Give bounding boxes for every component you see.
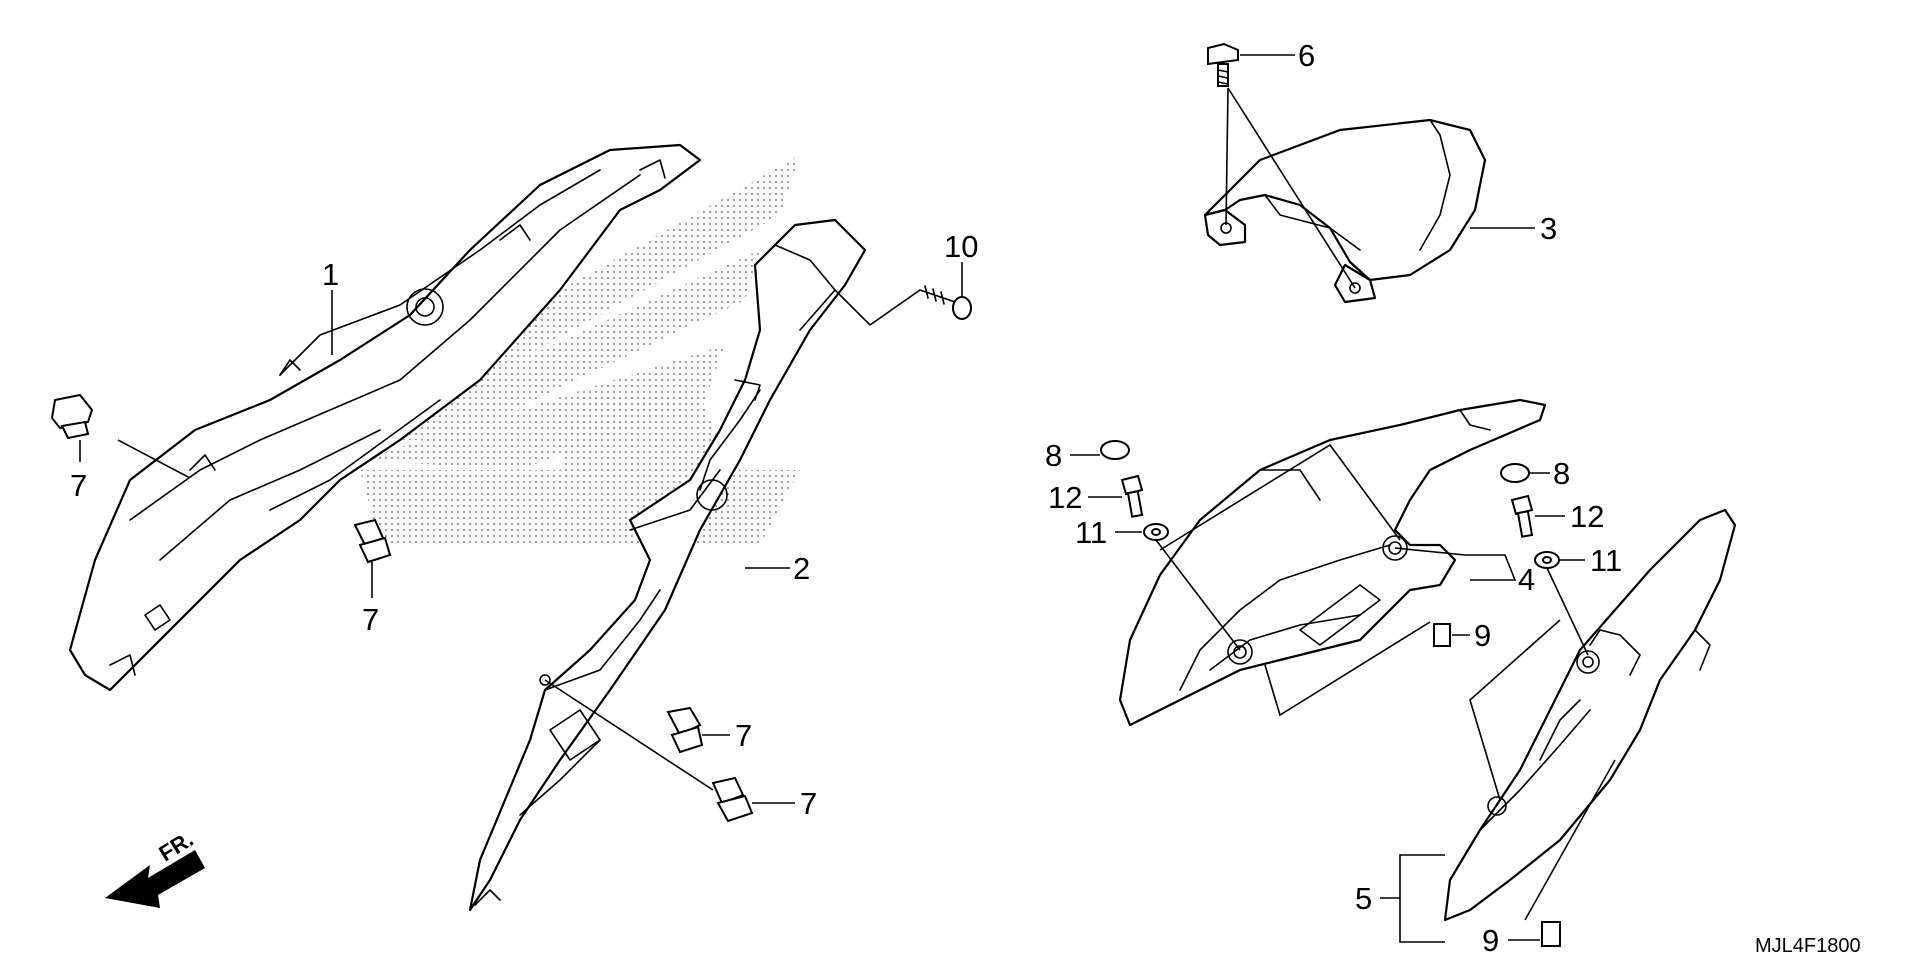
callout-3: 3 <box>1540 211 1557 246</box>
side-rail <box>1443 508 1737 922</box>
washer-11b-icon <box>1534 551 1560 569</box>
nut-9b-icon <box>1541 921 1561 947</box>
callout-10: 10 <box>944 229 978 264</box>
callout-labels: 1 2 3 4 5 6 7 7 7 7 8 8 9 9 10 11 11 12 … <box>70 38 1622 958</box>
callout-11a: 11 <box>1075 515 1107 550</box>
grommet-8a-icon <box>1100 440 1130 460</box>
callout-7c: 7 <box>735 718 752 753</box>
callout-8a: 8 <box>1045 438 1062 473</box>
fastener-group <box>50 42 1561 947</box>
clip-7c-icon <box>666 706 704 754</box>
callout-1: 1 <box>322 257 339 292</box>
callout-9a: 9 <box>1474 618 1491 653</box>
clip-7d-icon <box>711 776 754 823</box>
callout-6: 6 <box>1298 38 1315 73</box>
bolt-6-icon <box>1207 42 1239 87</box>
callout-9b: 9 <box>1482 923 1499 958</box>
rear-cowl-right <box>468 218 867 912</box>
callout-7b: 7 <box>362 602 379 637</box>
grab-rail <box>1118 398 1547 727</box>
leader-lines <box>79 54 1616 943</box>
clip-7b-icon <box>353 518 392 564</box>
callout-8b: 8 <box>1553 456 1570 491</box>
callout-7a: 7 <box>70 468 87 503</box>
callout-12a: 12 <box>1048 480 1082 515</box>
drawing-code: MJL4F1800 <box>1755 935 1861 957</box>
nut-9a-icon <box>1433 623 1451 647</box>
grommet-8b-icon <box>1500 463 1530 483</box>
rear-cowl-left <box>68 143 702 692</box>
callout-11b: 11 <box>1590 543 1622 578</box>
callout-5: 5 <box>1355 881 1372 916</box>
callout-7d: 7 <box>800 786 817 821</box>
bolt-12a-icon <box>1120 474 1144 518</box>
callout-12b: 12 <box>1570 499 1604 534</box>
front-arrow-icon <box>105 850 205 908</box>
seat-cowl <box>1203 118 1487 304</box>
washer-11a-icon <box>1143 523 1169 541</box>
callout-4: 4 <box>1518 562 1535 597</box>
screw-10-icon <box>919 285 972 320</box>
bolt-12b-icon <box>1510 494 1534 538</box>
front-direction-indicator: FR. <box>105 826 205 908</box>
callout-2: 2 <box>793 551 810 586</box>
clip-7a-icon <box>50 393 94 440</box>
